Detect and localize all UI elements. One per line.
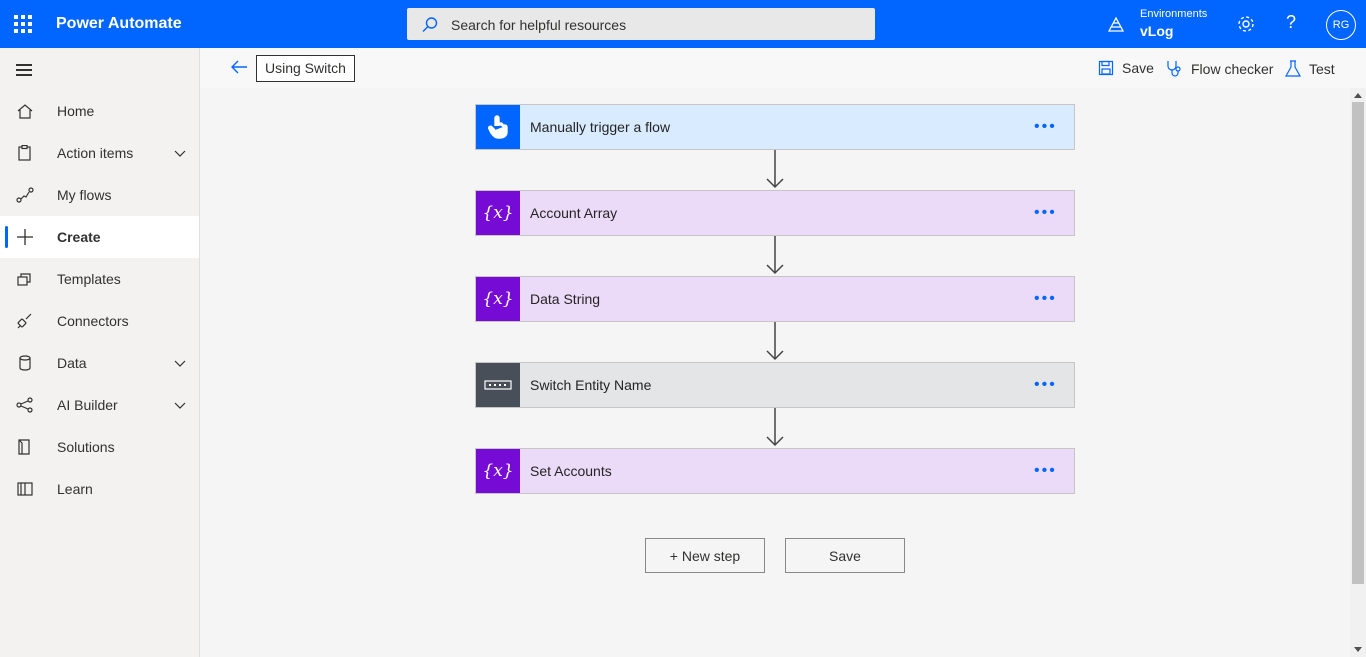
sidebar-item-label: Create — [57, 229, 101, 245]
step-title: Manually trigger a flow — [530, 119, 671, 135]
sidebar-item-label: Learn — [57, 481, 93, 497]
home-icon — [17, 104, 33, 119]
environment-name[interactable]: vLog — [1140, 23, 1174, 39]
sidebar-item-ai-builder[interactable]: AI Builder — [0, 384, 199, 426]
sidebar: Home Action items My flows Create Templa… — [0, 48, 200, 657]
plus-icon — [17, 229, 33, 245]
sidebar-item-label: AI Builder — [57, 397, 118, 413]
help-icon[interactable]: ? — [1286, 12, 1297, 32]
save-toolbar-button[interactable]: Save — [1098, 60, 1154, 76]
step-card-data-string[interactable]: {x} Data String ••• — [475, 276, 1075, 322]
more-options-icon[interactable]: ••• — [1034, 204, 1057, 221]
connector-arrow — [766, 150, 784, 189]
search-placeholder: Search for helpful resources — [451, 17, 627, 33]
command-bar: Using Switch Save Flow checker Test — [200, 48, 1366, 88]
test-label: Test — [1309, 61, 1335, 77]
templates-icon — [17, 273, 31, 286]
step-card-trigger[interactable]: Manually trigger a flow ••• — [475, 104, 1075, 150]
top-bar: Power Automate Search for helpful resour… — [0, 0, 1366, 48]
environment-icon[interactable] — [1106, 15, 1126, 33]
sidebar-item-label: Action items — [57, 145, 134, 161]
chevron-down-icon[interactable] — [173, 356, 187, 370]
flow-icon — [16, 187, 34, 203]
flow-name-field[interactable]: Using Switch — [256, 55, 355, 82]
sidebar-item-solutions[interactable]: Solutions — [0, 426, 199, 468]
avatar[interactable]: RG — [1326, 10, 1356, 40]
save-toolbar-label: Save — [1122, 60, 1154, 76]
step-title: Switch Entity Name — [530, 377, 652, 393]
back-arrow-icon[interactable] — [230, 59, 248, 75]
connector-arrow — [766, 236, 784, 275]
gear-icon[interactable] — [1236, 14, 1256, 34]
step-title: Set Accounts — [530, 463, 612, 479]
book-icon — [17, 482, 33, 496]
sidebar-item-data[interactable]: Data — [0, 342, 199, 384]
connector-arrow — [766, 408, 784, 447]
chevron-down-icon[interactable] — [173, 398, 187, 412]
step-card-switch[interactable]: Switch Entity Name ••• — [475, 362, 1075, 408]
more-options-icon[interactable]: ••• — [1034, 118, 1057, 135]
scroll-thumb[interactable] — [1352, 102, 1364, 584]
step-card-set-accounts[interactable]: {x} Set Accounts ••• — [475, 448, 1075, 494]
database-icon — [19, 355, 31, 371]
sidebar-item-templates[interactable]: Templates — [0, 258, 199, 300]
flow-checker-button[interactable]: Flow checker — [1166, 60, 1273, 78]
sidebar-item-label: Solutions — [57, 439, 115, 455]
sidebar-item-label: My flows — [57, 187, 112, 203]
app-launcher-icon[interactable] — [13, 14, 33, 34]
step-card-account-array[interactable]: {x} Account Array ••• — [475, 190, 1075, 236]
beaker-icon — [1285, 60, 1301, 77]
save-button[interactable]: Save — [785, 538, 905, 573]
more-options-icon[interactable]: ••• — [1034, 376, 1057, 393]
more-options-icon[interactable]: ••• — [1034, 462, 1057, 479]
sidebar-item-create[interactable]: Create — [0, 216, 199, 258]
vertical-scrollbar[interactable] — [1350, 88, 1366, 657]
ai-icon — [16, 397, 33, 413]
test-button[interactable]: Test — [1285, 60, 1335, 78]
more-options-icon[interactable]: ••• — [1034, 290, 1057, 307]
sidebar-item-label: Templates — [57, 271, 121, 287]
variable-icon: {x} — [476, 449, 520, 493]
scroll-down-icon[interactable] — [1354, 647, 1362, 652]
switch-icon — [476, 363, 520, 407]
step-title: Account Array — [530, 205, 618, 221]
stethoscope-icon — [1167, 61, 1181, 77]
search-input[interactable]: Search for helpful resources — [407, 8, 875, 40]
variable-icon: {x} — [476, 191, 520, 235]
search-icon — [422, 17, 438, 32]
connector-arrow — [766, 322, 784, 361]
save-icon — [1098, 60, 1114, 76]
clipboard-icon — [18, 145, 31, 161]
sidebar-item-label: Data — [57, 355, 87, 371]
touch-icon — [476, 105, 520, 149]
sidebar-item-label: Connectors — [57, 313, 129, 329]
chevron-down-icon[interactable] — [173, 146, 187, 160]
sidebar-item-learn[interactable]: Learn — [0, 468, 199, 510]
solutions-icon — [18, 439, 30, 455]
sidebar-item-action-items[interactable]: Action items — [0, 132, 199, 174]
new-step-button[interactable]: + New step — [645, 538, 765, 573]
sidebar-item-home[interactable]: Home — [0, 90, 199, 132]
sidebar-item-label: Home — [57, 103, 95, 119]
app-title[interactable]: Power Automate — [56, 15, 182, 32]
scroll-up-icon[interactable] — [1354, 93, 1362, 98]
sidebar-item-connectors[interactable]: Connectors — [0, 300, 199, 342]
hamburger-menu-icon[interactable] — [16, 64, 32, 79]
step-title: Data String — [530, 291, 601, 307]
environment-label[interactable]: Environments — [1140, 8, 1208, 20]
connector-icon — [17, 313, 32, 329]
sidebar-item-my-flows[interactable]: My flows — [0, 174, 199, 216]
flow-checker-label: Flow checker — [1191, 61, 1274, 77]
variable-icon: {x} — [476, 277, 520, 321]
